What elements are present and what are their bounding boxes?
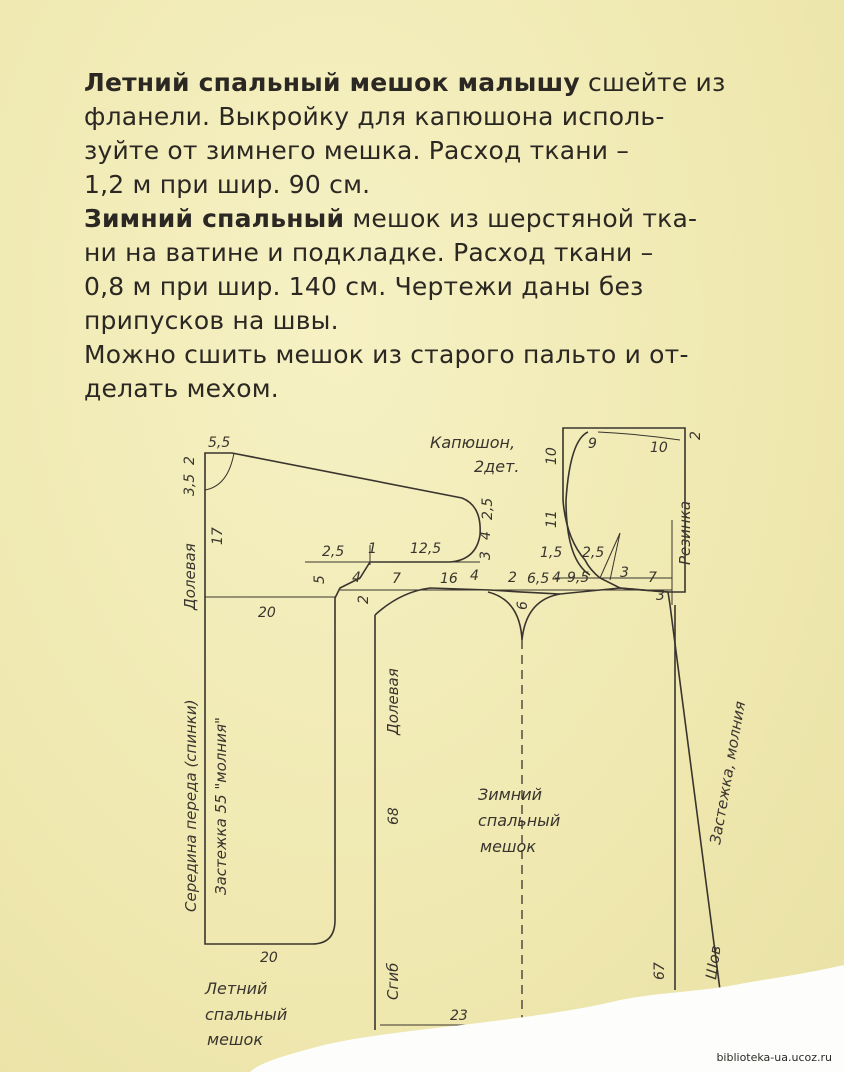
winter-title-3: мешок bbox=[480, 837, 536, 856]
dim-1-5: 1,5 bbox=[540, 545, 562, 561]
summer-title-1: Летний bbox=[204, 979, 267, 998]
label-zastezhka-55: Застежка 55 "молния" bbox=[212, 717, 230, 895]
dim-7-a: 7 bbox=[392, 571, 401, 587]
winter-title-1: Зимний bbox=[478, 785, 542, 804]
paragraph-old-coat: Можно сшить мешок из старого пальто и от… bbox=[84, 340, 689, 403]
dim-1: 1 bbox=[368, 541, 377, 557]
dim-12-5: 12,5 bbox=[410, 541, 441, 557]
watermark: biblioteka-ua.ucoz.ru bbox=[716, 1051, 832, 1064]
winter-bag-lead: Зимний спальный bbox=[84, 204, 345, 233]
label-shov: Шов bbox=[702, 944, 725, 980]
dim-3-c: 3 bbox=[656, 588, 665, 604]
label-rezinka: Резинка bbox=[676, 501, 694, 565]
hood-front-curve bbox=[565, 431, 591, 576]
hood-title-1: Капюшон, bbox=[430, 433, 515, 452]
dim-4-b: 4 bbox=[352, 570, 361, 586]
summer-neck-curve bbox=[204, 452, 235, 491]
dim-2-c: 2 bbox=[508, 570, 517, 586]
dim-9: 9 bbox=[588, 436, 597, 452]
dim-3-5: 3,5 bbox=[182, 474, 198, 496]
dim-6: 6 bbox=[515, 601, 531, 610]
label-seredina: Середина переда (спинки) bbox=[182, 699, 200, 912]
dim-68: 68 bbox=[386, 807, 402, 825]
dim-20-bottom: 20 bbox=[260, 950, 278, 966]
paragraph-summer-bag: Летний спальный мешок малышу сшейте из ф… bbox=[84, 66, 804, 202]
dim-6-5: 6,5 bbox=[527, 571, 549, 587]
summer-title-2: спальный bbox=[205, 1005, 287, 1024]
dim-2-5-c: 2,5 bbox=[582, 545, 604, 561]
hood-dart bbox=[599, 532, 621, 581]
dim-5: 5 bbox=[312, 575, 328, 584]
dim-3-b: 3 bbox=[620, 565, 629, 581]
hood-title-2: 2дет. bbox=[474, 457, 520, 476]
dim-7-b: 7 bbox=[648, 570, 657, 586]
dim-4-d: 4 bbox=[552, 570, 561, 586]
dim-2-d: 2 bbox=[688, 431, 704, 440]
winter-title-2: спальный bbox=[478, 811, 560, 830]
winter-bag-text: мешок из шерстяной тка- ни на ватине и п… bbox=[84, 204, 698, 335]
hood-top-curve bbox=[597, 431, 681, 441]
summer-bag-text: сшейте из фланели. Выкройку для капюшона… bbox=[84, 68, 726, 199]
dim-4-c: 4 bbox=[470, 568, 479, 584]
label-sgib: Сгиб bbox=[384, 963, 402, 1000]
dim-2-5-b: 2,5 bbox=[480, 498, 496, 520]
hood-outline bbox=[562, 427, 686, 593]
summer-bag-lead: Летний спальный мешок малышу bbox=[84, 68, 580, 97]
dim-2-b: 2 bbox=[356, 595, 372, 604]
dim-23: 23 bbox=[450, 1008, 468, 1024]
dim-4-a: 4 bbox=[478, 531, 494, 540]
dim-16: 16 bbox=[440, 571, 458, 587]
dim-5-5: 5,5 bbox=[208, 435, 230, 451]
summer-title-3: мешок bbox=[207, 1030, 263, 1049]
label-dolevaya-mid: Долевая bbox=[384, 668, 402, 736]
dim-11: 11 bbox=[544, 510, 560, 528]
dim-10-a: 10 bbox=[544, 447, 560, 465]
dim-2-5-a: 2,5 bbox=[322, 544, 344, 560]
dim-10-b: 10 bbox=[650, 440, 668, 456]
dim-20-mid: 20 bbox=[258, 605, 276, 621]
paragraph-winter-bag: Зимний спальный мешок из шерстяной тка- … bbox=[84, 202, 804, 338]
dim-67: 67 bbox=[652, 962, 668, 980]
summer-bag-outline bbox=[204, 452, 481, 945]
description-text: Летний спальный мешок малышу сшейте из ф… bbox=[84, 66, 804, 406]
dim-17: 17 bbox=[210, 527, 226, 545]
label-dolevaya-left: Долевая bbox=[181, 543, 199, 611]
dim-9-5: 9,5 bbox=[567, 570, 589, 586]
dim-2-top: 2 bbox=[182, 456, 198, 465]
dim-3-a: 3 bbox=[478, 551, 494, 560]
